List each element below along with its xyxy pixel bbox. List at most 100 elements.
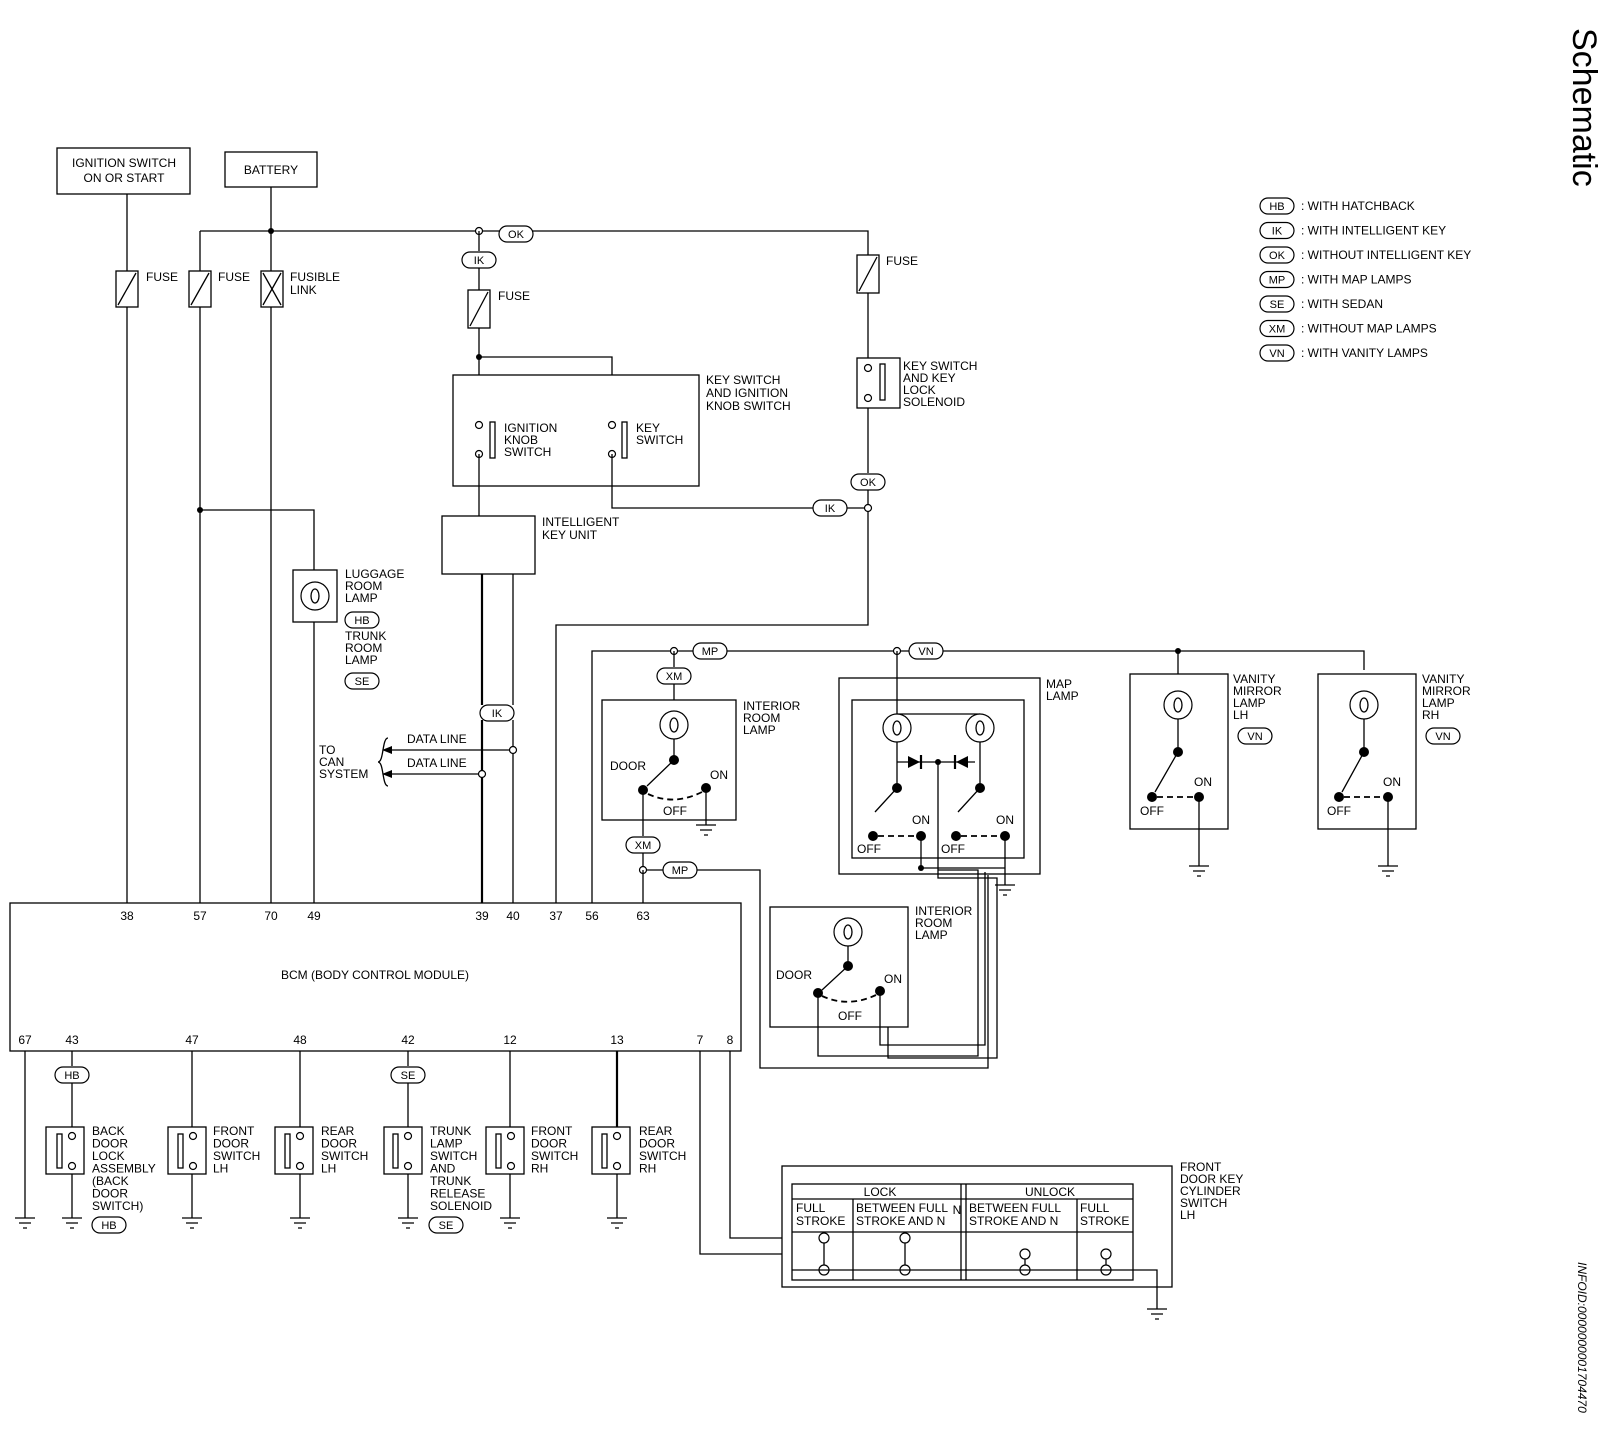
lamp-filament-icon <box>843 924 853 940</box>
lamp-icon <box>1163 690 1193 720</box>
full-stroke-lock-1: FULL <box>796 1201 826 1215</box>
code-pill-text: IK <box>492 708 503 720</box>
wire-48 <box>290 1051 310 1229</box>
key-ignition-label-2: AND IGNITION <box>706 386 788 400</box>
solenoid-label-4: SOLENOID <box>903 395 965 409</box>
between-lock-2: STROKE AND N <box>856 1214 945 1228</box>
wire-47 <box>182 1051 202 1229</box>
wire-13-ground <box>607 1174 627 1229</box>
ground-icon <box>1378 797 1398 877</box>
code-pill-text: IK <box>1272 226 1283 238</box>
cylinder-ground <box>792 1269 1167 1320</box>
code-pill-hb: HB <box>54 1066 90 1084</box>
vanity-lh-label-3: LAMP <box>1233 696 1266 710</box>
trunk-switch-box <box>383 1126 423 1175</box>
battery-box <box>224 151 318 188</box>
switch-icon <box>177 1133 184 1169</box>
trunk-lamp-label-2: ROOM <box>345 641 382 655</box>
rear-door-lh-box <box>274 1126 314 1175</box>
vanity-lh-label-1: VANITY <box>1233 672 1275 686</box>
contact <box>669 755 679 765</box>
vanity-rh-label-2: MIRROR <box>1422 684 1471 698</box>
code-pill-text: OK <box>508 229 525 241</box>
code-pill-text: VN <box>1435 731 1450 743</box>
key-cylinder-label-4: SWITCH <box>1180 1196 1227 1210</box>
ground-icon <box>696 788 716 836</box>
vanity-lh-label-2: MIRROR <box>1233 684 1282 698</box>
interior-lamp-mp-label-2: ROOM <box>915 916 952 930</box>
code-pill-ik: IK <box>812 499 848 517</box>
fuse-ik <box>467 289 491 329</box>
key-ignition-label-3: KNOB SWITCH <box>706 399 791 413</box>
wire-37 <box>555 408 869 903</box>
ignition-knob-label-3: SWITCH <box>504 445 551 459</box>
legend-text: : WITHOUT MAP LAMPS <box>1301 322 1437 336</box>
key-switch-label-2: SWITCH <box>636 433 683 447</box>
lamp-icon <box>965 713 995 743</box>
rear-door-lh-label: REAR <box>321 1124 355 1138</box>
fuse-label-solenoid: FUSE <box>886 254 918 268</box>
off-label: OFF <box>857 842 881 856</box>
rear-door-lh-label: SWITCH <box>321 1149 368 1163</box>
trunk-switch-label: LAMP <box>430 1137 463 1151</box>
n-label: N <box>953 1203 962 1217</box>
back-door-label: (BACK <box>92 1174 129 1188</box>
contact <box>403 1161 413 1171</box>
on-label: ON <box>996 813 1014 827</box>
front-door-lh-label: SWITCH <box>213 1149 260 1163</box>
contact <box>1359 747 1369 757</box>
legend-text: : WITH SEDAN <box>1301 297 1383 311</box>
fuse-label-ik: FUSE <box>498 289 530 303</box>
key-switch-icon <box>621 421 628 459</box>
code-pill-text: HB <box>354 615 369 627</box>
contact <box>403 1131 413 1141</box>
legend-pill-ik: IK <box>1259 221 1295 240</box>
off-label: OFF <box>941 842 965 856</box>
bcm-pin-label: 47 <box>185 1033 199 1047</box>
interior-mp-on-wire <box>879 872 986 1046</box>
on-label: ON <box>884 972 902 986</box>
map-ground <box>920 836 1015 896</box>
diode-icon <box>956 756 968 768</box>
fusible-link <box>260 270 284 308</box>
contact <box>612 1161 622 1171</box>
lamp-icon <box>833 917 863 947</box>
lamp-icon <box>659 710 689 740</box>
front-door-lh-label: FRONT <box>213 1124 255 1138</box>
front-door-rh-box <box>485 1126 525 1175</box>
bcm-pin-label: 40 <box>506 909 520 923</box>
code-pill-se: SE <box>344 672 380 690</box>
key-switch-label-1: KEY <box>636 421 660 435</box>
full-stroke-lock-2: STROKE <box>796 1214 845 1228</box>
lock-header: LOCK <box>864 1185 897 1199</box>
key-cylinder-label-1: FRONT <box>1180 1160 1222 1174</box>
key-cylinder-label-2: DOOR KEY <box>1180 1172 1243 1186</box>
vanity-rh-label-1: VANITY <box>1422 672 1464 686</box>
code-pill-text: VN <box>1269 348 1284 360</box>
contact <box>975 783 985 793</box>
wire-42 <box>398 1051 418 1229</box>
fusible-link-label-1: FUSIBLE <box>290 270 340 284</box>
code-pill-text: SE <box>1270 299 1285 311</box>
lamp-filament-icon <box>1173 697 1183 713</box>
front-door-lh-label: DOOR <box>213 1137 249 1151</box>
bcm-pin-label: 12 <box>503 1033 517 1047</box>
legend-pill-se: SE <box>1259 295 1295 313</box>
data-line-label-2: DATA LINE <box>407 756 467 770</box>
contact <box>1334 792 1344 802</box>
switch-icon <box>392 1133 399 1169</box>
between-unlock-2: STROKE AND N <box>969 1214 1058 1228</box>
code-pill-vn: VN <box>1425 727 1461 745</box>
code-pill-text: XM <box>1269 324 1286 336</box>
doc-id: INFOID:0000000001704470 <box>1575 1262 1589 1413</box>
solenoid-label-3: LOCK <box>903 383 936 397</box>
luggage-label-1: LUGGAGE <box>345 567 404 581</box>
map-lamp-label-2: LAMP <box>1046 689 1079 703</box>
code-pill-hb: HB <box>344 611 380 629</box>
key-lock-solenoid-box <box>856 357 901 409</box>
bcm-pin-label: 13 <box>610 1033 624 1047</box>
junction <box>918 865 924 871</box>
switch-icon <box>495 1133 502 1169</box>
